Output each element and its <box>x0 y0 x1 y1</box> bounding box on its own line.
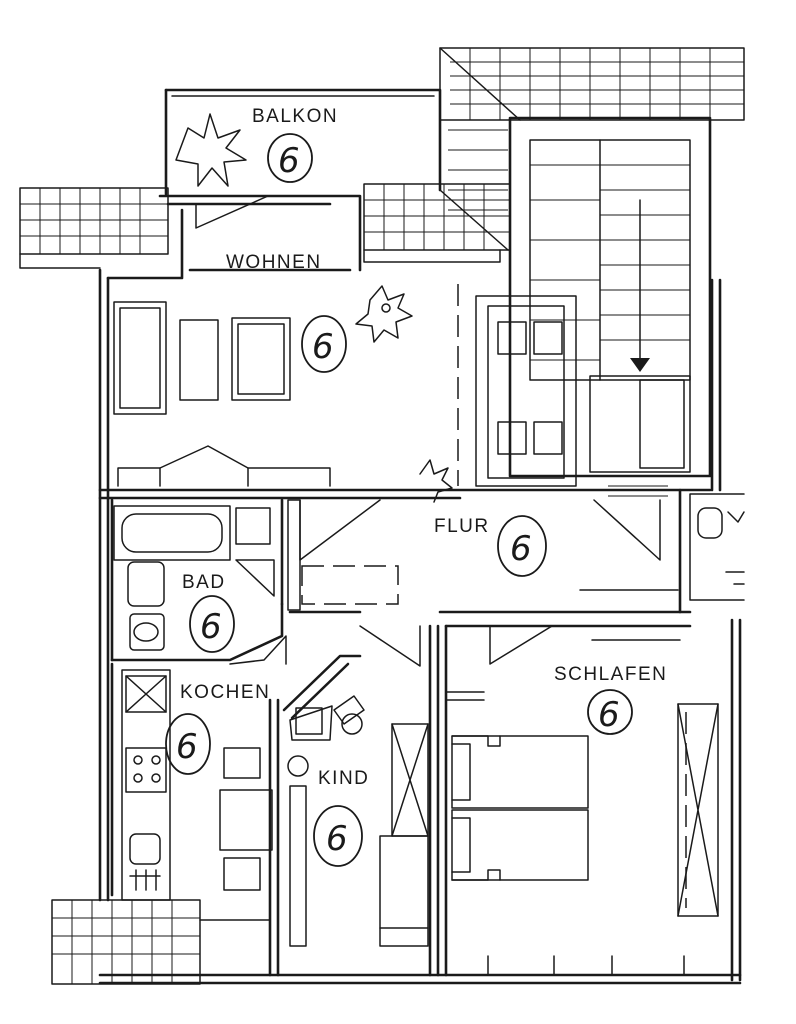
bad-number: 6 <box>200 607 222 647</box>
balkon-number: 6 <box>278 141 300 181</box>
left-balcony-railing <box>19 187 169 269</box>
staircase <box>508 116 712 497</box>
kind-label: KIND <box>318 768 369 789</box>
kochen-number: 6 <box>176 727 198 767</box>
kind-number-circle <box>313 805 363 867</box>
balcony-door <box>195 195 331 229</box>
schlafen-number-circle <box>587 689 633 735</box>
bad-number-circle <box>189 595 235 653</box>
bad-room <box>110 498 284 662</box>
balkon-label: BALKON <box>252 106 338 127</box>
wohnen-label: WOHNEN <box>226 252 322 273</box>
wohnen-number-circle <box>301 315 347 373</box>
flur-number-circle <box>497 515 547 577</box>
right-edge-unit <box>689 493 745 982</box>
middle-railing <box>363 183 511 263</box>
flur-room <box>287 488 692 614</box>
flur-label: FLUR <box>434 516 490 537</box>
balkon-number-circle <box>267 133 313 183</box>
roof-hatching <box>439 47 745 251</box>
wohnen-number: 6 <box>312 327 334 367</box>
schlafen-room <box>444 624 719 977</box>
kochen-number-circle <box>165 713 211 775</box>
schlafen-number: 6 <box>598 695 620 735</box>
kochen-label: KOCHEN <box>180 682 270 703</box>
kind-room <box>282 624 440 977</box>
wohnen-furniture <box>113 113 577 503</box>
kind-number: 6 <box>326 819 348 859</box>
schlafen-label: SCHLAFEN <box>554 664 667 685</box>
balkon-room <box>164 88 442 196</box>
flur-number: 6 <box>510 529 532 569</box>
bad-label: BAD <box>182 572 226 593</box>
bottom-left-railing <box>51 899 271 985</box>
